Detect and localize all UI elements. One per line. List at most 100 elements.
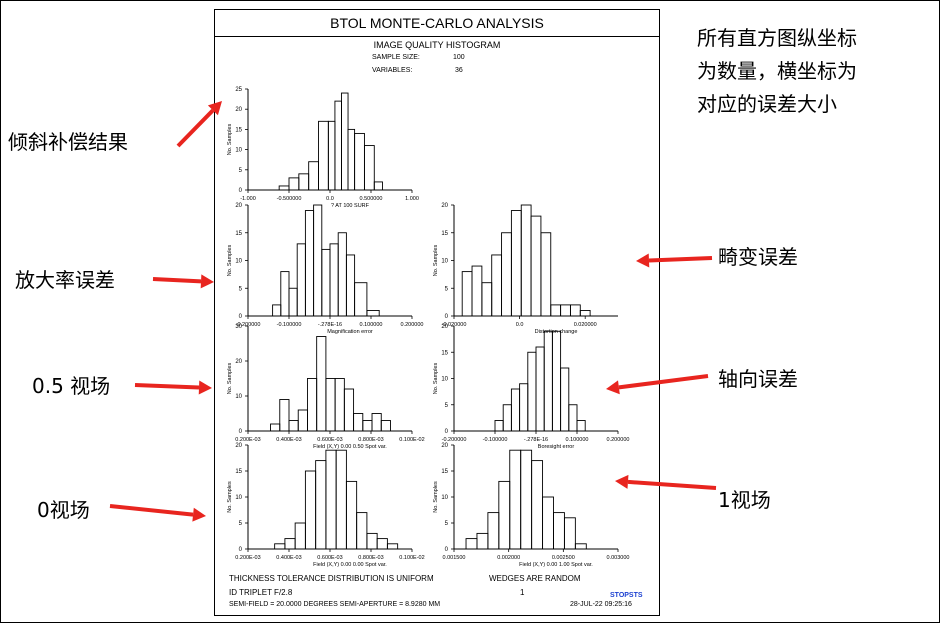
- y-tick-label: 0: [239, 547, 243, 553]
- arrow-shaft: [648, 256, 713, 263]
- annotation-field0: 0视场: [37, 498, 90, 522]
- arrow-head: [207, 101, 222, 116]
- y-tick-label: 20: [235, 203, 242, 209]
- y-tick-label: 10: [441, 259, 448, 265]
- histogram-bar: [373, 181, 383, 191]
- x-tick-label: 0.600E-03: [317, 555, 342, 561]
- y-axis-title: No. Samples: [433, 245, 439, 277]
- annotation-field1: 1视场: [718, 488, 771, 512]
- arrow-head: [200, 274, 214, 289]
- histogram-bar: [540, 232, 552, 317]
- histogram-bar: [574, 543, 587, 550]
- x-axis-title: Magnification error: [327, 329, 373, 335]
- x-tick-label: 0.0: [326, 196, 334, 202]
- x-tick-label: -0.020000: [442, 322, 467, 328]
- arrow-head: [615, 474, 629, 489]
- x-tick-label: 0.500000: [360, 196, 383, 202]
- y-tick-label: 20: [235, 107, 242, 113]
- x-axis-title: Boresight error: [538, 444, 575, 450]
- y-tick-label: 5: [445, 521, 449, 527]
- histogram-bar: [279, 399, 290, 432]
- annotation-field05: 0.5 视场: [32, 374, 111, 398]
- y-tick-label: 15: [441, 231, 448, 237]
- x-tick-label: -0.200000: [442, 437, 467, 443]
- y-axis-title: No. Samples: [227, 245, 233, 277]
- x-tick-label: 0.100000: [360, 322, 383, 328]
- footer-count: 1: [520, 588, 525, 597]
- x-tick-label: 0.100E-02: [399, 437, 424, 443]
- x-tick-label: 0.0: [516, 322, 524, 328]
- y-tick-label: 10: [441, 377, 448, 383]
- y-tick-label: 10: [235, 495, 242, 501]
- arrow-field1: [615, 474, 717, 490]
- y-tick-label: 15: [235, 469, 242, 475]
- y-tick-label: 15: [235, 231, 242, 237]
- histogram-bar: [386, 543, 399, 550]
- y-tick-label: 10: [235, 394, 242, 400]
- x-tick-label: 0.600E-03: [317, 437, 342, 443]
- arrow-shaft: [618, 374, 709, 390]
- y-tick-label: 5: [239, 168, 243, 174]
- arrow-head: [636, 253, 650, 268]
- x-tick-label: 0.100000: [566, 437, 589, 443]
- x-tick-label: -0.500000: [277, 196, 302, 202]
- y-axis-title: No. Samples: [433, 363, 439, 395]
- sample-size-value: 100: [453, 54, 465, 61]
- arrow-shaft: [109, 504, 194, 517]
- x-tick-label: -1.000: [240, 196, 256, 202]
- y-tick-label: 10: [441, 495, 448, 501]
- x-tick-label: -0.100000: [277, 322, 302, 328]
- histogram-bar: [366, 310, 380, 317]
- x-tick-label: 0.020000: [574, 322, 597, 328]
- annotation-note-line1: 所有直方图纵坐标: [697, 26, 857, 50]
- x-axis-title: ? AT 100 SURF: [331, 203, 370, 209]
- variables-label: VARIABLES:: [372, 67, 413, 74]
- x-tick-label: 0.003000: [607, 555, 630, 561]
- y-tick-label: 20: [441, 443, 448, 449]
- histogram-bar: [568, 404, 578, 432]
- x-tick-label: 0.200E-03: [235, 555, 260, 561]
- x-tick-label: 0.400E-03: [276, 437, 301, 443]
- x-tick-label: 0.002000: [497, 555, 520, 561]
- y-axis-title: No. Samples: [227, 481, 233, 513]
- x-axis-title: Field (X,Y) 0.00 0.50 Spot var.: [313, 444, 387, 450]
- y-tick-label: 10: [235, 259, 242, 265]
- arrow-shaft: [627, 479, 717, 490]
- arrow-shaft: [134, 383, 200, 390]
- y-tick-label: 0: [239, 188, 243, 194]
- histogram-bar: [363, 145, 375, 191]
- y-tick-label: 20: [441, 324, 448, 330]
- annotation-distortion: 畸变误差: [718, 245, 798, 269]
- y-tick-label: 5: [445, 286, 449, 292]
- y-tick-label: 0: [445, 314, 449, 320]
- histogram-bar: [354, 282, 368, 317]
- y-tick-label: 20: [235, 359, 242, 365]
- x-tick-label: -.278E-16: [524, 437, 548, 443]
- arrow-head: [606, 380, 620, 395]
- y-tick-label: 15: [235, 127, 242, 133]
- y-tick-label: 20: [235, 443, 242, 449]
- y-tick-label: 0: [239, 314, 243, 320]
- histogram-bar: [343, 388, 355, 432]
- x-axis-title: Field (X,Y) 0.00 0.00 Spot var.: [313, 562, 387, 568]
- x-tick-label: 0.200000: [607, 437, 630, 443]
- footer-logo: STOPSTS: [610, 592, 643, 599]
- annotation-magnification: 放大率误差: [15, 268, 115, 292]
- y-tick-label: 0: [239, 429, 243, 435]
- x-tick-label: 0.100E-02: [399, 555, 424, 561]
- y-tick-label: 15: [441, 469, 448, 475]
- histogram-bar: [563, 517, 576, 550]
- histogram-bar: [560, 367, 570, 432]
- y-axis-title: No. Samples: [227, 363, 233, 395]
- x-tick-label: -0.200000: [236, 322, 261, 328]
- y-tick-label: 5: [239, 521, 243, 527]
- arrow-head: [192, 507, 206, 522]
- x-tick-label: -0.100000: [483, 437, 508, 443]
